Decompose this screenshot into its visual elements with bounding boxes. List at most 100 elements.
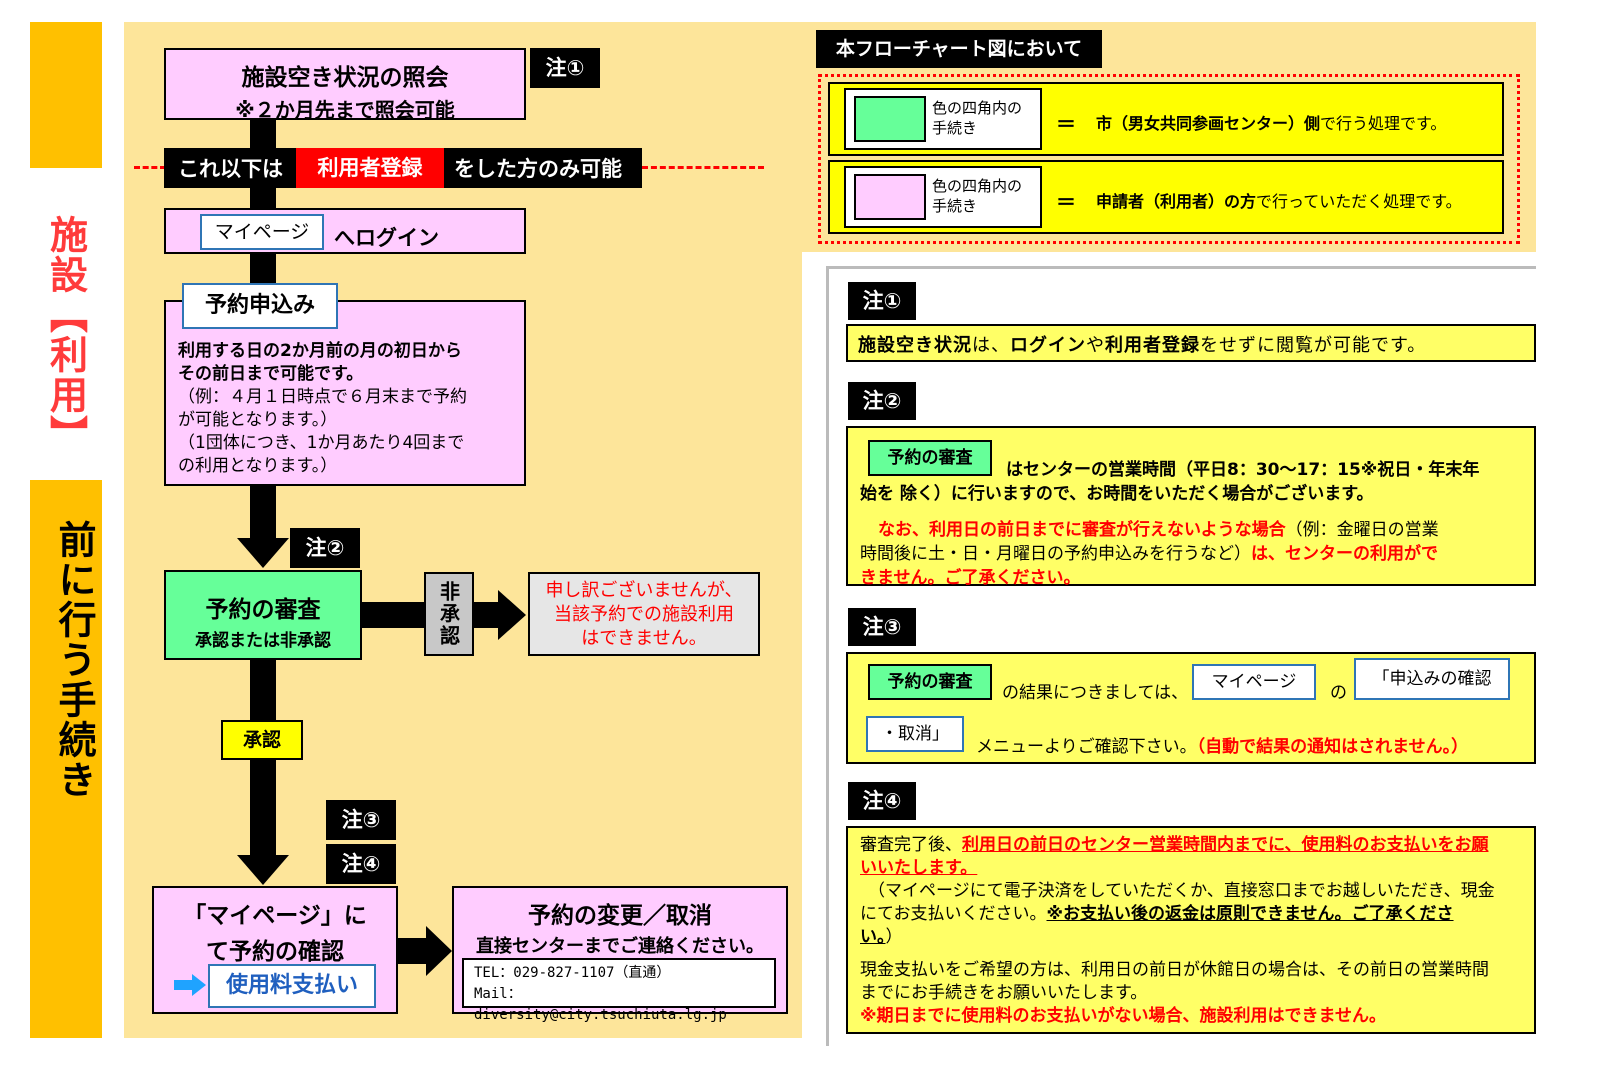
change-title: 予約の変更／取消 — [528, 903, 712, 929]
legend-swatch-text-2a: 色の四角内の — [932, 177, 1023, 195]
divider-left-text: これ以下は — [178, 157, 283, 181]
note2-black-2: 時間後に土・日・月曜日の予約申込みを行うなど） — [860, 544, 1251, 564]
legend-eq-2: ＝ — [1056, 190, 1076, 214]
note3-menu-badge-2: ・取消」 — [866, 716, 964, 752]
note4-line-2: いいたします。 — [860, 857, 1530, 880]
arrow-head-1 — [237, 538, 289, 568]
confirm-line-2: て予約の確認 — [206, 939, 344, 965]
divider-dash-right — [642, 166, 764, 169]
note4-tag-flow: 注④ — [326, 844, 396, 884]
change-arrow-head — [426, 926, 452, 976]
note1-bold-1: 施設空き状況 — [858, 335, 972, 356]
reject-arrow-head — [498, 590, 526, 640]
divider-banner: これ以下は 利用者登録 をした方のみ可能 — [164, 148, 642, 188]
apply-title: 予約申込み — [182, 283, 338, 329]
step-review: 予約の審査 承認または非承認 — [164, 570, 362, 660]
note2-tag-flow: 注② — [290, 528, 360, 568]
legend-title: 本フローチャート図において — [816, 30, 1102, 68]
note1-bold-2: ログイン — [1010, 335, 1086, 356]
legend-eq-1: ＝ — [1056, 112, 1076, 136]
reject-connector — [362, 602, 424, 628]
step1-sub: ※２か月先まで照会可能 — [235, 98, 455, 122]
legend-row1-text: 市（男女共同参画センター）側で行う処理です。 — [1096, 110, 1446, 134]
login-mypage-badge: マイページ — [200, 214, 324, 250]
apply-line-4: が可能となります。） — [178, 410, 338, 430]
note2-tag-panel: 注② — [848, 382, 916, 420]
note1-mid2: や — [1086, 335, 1105, 356]
note1-rest: をせずに閲覧が可能です。 — [1200, 335, 1427, 356]
change-sub: 直接センターまでご連絡ください。 — [476, 936, 764, 957]
note4-line-1: 審査完了後、利用日の前日のセンター営業時間内までに、使用料のお支払いをお願 — [860, 834, 1530, 857]
note4-box — [846, 826, 1536, 1034]
note4-text-4: ） — [885, 927, 903, 947]
note3-mypage-badge: マイページ — [1192, 664, 1316, 700]
sidebar-top-label: 施設【利用】 — [43, 215, 88, 455]
legend-swatch-text-1: 色の四角内の 手続き — [932, 98, 1022, 138]
legend-frame — [818, 74, 1520, 244]
note2-body: はセンターの営業時間（平日8：30〜17：15※祝日・年末年 始を 除く）に行い… — [860, 458, 1528, 590]
reject-msg-2: 当該予約での施設利用 — [554, 604, 734, 625]
note3-line-2: メニューよりご確認下さい。（自動で結果の通知はされません。） — [976, 732, 1468, 757]
apply-line-2: その前日まで可能です。 — [178, 364, 364, 384]
contact-box: TEL：029-827-1107（直通） Mail：diversity@city… — [462, 958, 776, 1023]
note4-red-2: いいたします。 — [860, 858, 978, 878]
note2-text-2: 始を 除く）に行いますので、お時間をいただく場合がございます。 — [860, 484, 1374, 504]
note3-red: （自動で結果の通知はされません。） — [1196, 737, 1469, 757]
note3-text-1: の結果につきましては、 — [1002, 683, 1189, 703]
confirm-line-1: 「マイページ」に — [183, 903, 367, 929]
approve-label: 承認 — [221, 720, 303, 760]
note1-mid: は、 — [972, 335, 1010, 356]
note2-text-1: はセンターの営業時間（平日8：30〜17：15※祝日・年末年 — [1006, 460, 1480, 480]
step-facility-availability: 施設空き状況の照会 ※２か月先まで照会可能 — [164, 48, 526, 122]
note4-red-1: 利用日の前日のセンター営業時間内までに、使用料のお支払いをお願 — [962, 835, 1489, 855]
legend-row1-rest: で行う処理です。 — [1320, 114, 1447, 133]
note2-line-5: きません。ご了承ください。 — [860, 566, 1528, 590]
contact-tel: TEL：029-827-1107（直通） — [474, 965, 671, 981]
reject-connector-2 — [474, 602, 500, 628]
note3-badge: 予約の審査 — [868, 664, 992, 700]
reject-message: 申し訳ございませんが、 当該予約での施設利用 はできません。 — [528, 572, 760, 656]
legend-row1-bold: 市（男女共同参画センター）側 — [1096, 114, 1321, 133]
pay-button[interactable]: 使用料支払い — [208, 964, 376, 1008]
note2-red-3: きません。ご了承ください。 — [860, 568, 1081, 588]
legend-swatch-text-2b: 手続き — [932, 197, 978, 215]
note3-text-2: メニューよりご確認下さい。 — [976, 737, 1197, 757]
connector-3 — [250, 484, 276, 539]
sidebar-white-panel — [30, 168, 102, 480]
divider-highlight: 利用者登録 — [296, 148, 444, 188]
step-reservation-apply — [164, 300, 526, 486]
contact-mail: Mail：diversity@city.tsuchiuta.lg.jp — [474, 986, 727, 1023]
note4-line-3: （マイページにて電子決済をしていただくか、直接窓口までお越しいただき、現金 — [860, 880, 1530, 903]
reject-label: 非承認 — [424, 572, 474, 656]
legend-row2-text: 申請者（利用者）の方で行っていただく処理です。 — [1096, 188, 1462, 212]
note4-text-6: までにお手続きをお願いいたします。 — [860, 983, 1148, 1003]
note2-line-1: はセンターの営業時間（平日8：30〜17：15※祝日・年末年 — [860, 458, 1528, 482]
reject-msg-3: はできません。 — [581, 628, 707, 649]
legend-swatch-text-1b: 手続き — [932, 119, 978, 137]
note2-black-1: （例：金曜日の営業 — [1285, 520, 1439, 540]
reject-msg-1: 申し訳ございませんが、 — [545, 580, 743, 601]
note3-menu-badge-1: 「申込みの確認 — [1354, 658, 1510, 700]
note4-text-2: （マイページにて電子決済をしていただくか、直接窓口までお越しいただき、現金 — [868, 881, 1495, 901]
note2-line-4: 時間後に土・日・月曜日の予約申込みを行うなど）は、センターの利用がで — [860, 542, 1528, 566]
login-text: へログイン — [334, 226, 439, 250]
legend-row2-bold: 申請者（利用者）の方 — [1096, 192, 1257, 211]
note4-tag-panel: 注④ — [848, 782, 916, 820]
legend-swatch-text-2: 色の四角内の 手続き — [932, 176, 1022, 216]
note4-bold-2: い。 — [860, 927, 886, 947]
legend-row2-rest: で行っていただく処理です。 — [1256, 192, 1462, 211]
note2-line-2: 始を 除く）に行いますので、お時間をいただく場合がございます。 — [860, 482, 1528, 506]
note2-red-2: は、センターの利用がで — [1251, 544, 1438, 564]
apply-line-5: （1団体につき、1か月あたり4回まで — [178, 433, 465, 453]
arrow-head-2 — [237, 855, 289, 885]
legend-swatch-green — [854, 96, 926, 142]
note4-text-1: 審査完了後、 — [860, 835, 962, 855]
step1-title: 施設空き状況の照会 — [241, 65, 449, 91]
note3-no: の — [1330, 683, 1347, 703]
note4-text-5: 現金支払いをご希望の方は、利用日の前日が休館日の場合は、その前日の営業時間 — [860, 960, 1489, 980]
note2-badge: 予約の審査 — [868, 440, 992, 476]
legend-swatch-text-1a: 色の四角内の — [932, 99, 1023, 117]
note4-body: 審査完了後、利用日の前日のセンター営業時間内までに、使用料のお支払いをお願 いい… — [860, 834, 1530, 1028]
apply-line-6: の利用となります。） — [178, 456, 338, 476]
note2-red-1: なお、利用日の前日までに審査が行えないような場合 — [878, 520, 1286, 540]
